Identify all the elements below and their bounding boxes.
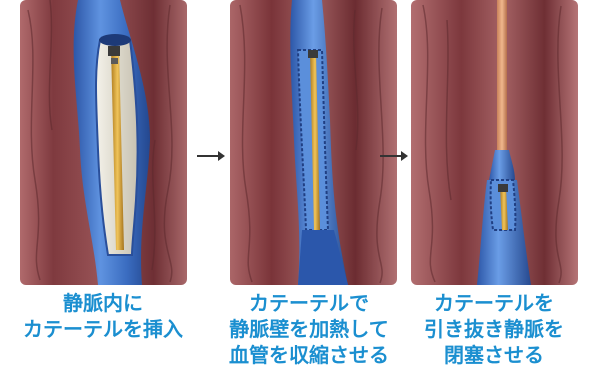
caption-line: 閉塞させる <box>404 342 584 368</box>
caption-line: 静脈壁を加熱して <box>209 316 409 342</box>
arrow-right-icon <box>196 150 226 162</box>
caption-line: カテーテルを <box>404 290 584 316</box>
arrow-right-icon <box>379 150 409 162</box>
vein-with-catheter-image <box>20 0 187 285</box>
heated-vein-image <box>230 0 397 285</box>
step-2-caption: カテーテルで 静脈壁を加熱して 血管を収縮させる <box>209 290 409 368</box>
step-1-illustration <box>20 0 187 285</box>
step-1-caption: 静脈内に カテーテルを挿入 <box>3 290 203 342</box>
step-3-caption: カテーテルを 引き抜き静脈を 閉塞させる <box>404 290 584 368</box>
caption-line: カテーテルで <box>209 290 409 316</box>
caption-line: カテーテルを挿入 <box>3 316 203 342</box>
step-3-illustration <box>411 0 578 285</box>
step-2-illustration <box>230 0 397 285</box>
caption-line: 血管を収縮させる <box>209 342 409 368</box>
occluded-vein-image <box>411 0 578 285</box>
caption-line: 静脈内に <box>3 290 203 316</box>
caption-line: 引き抜き静脈を <box>404 316 584 342</box>
